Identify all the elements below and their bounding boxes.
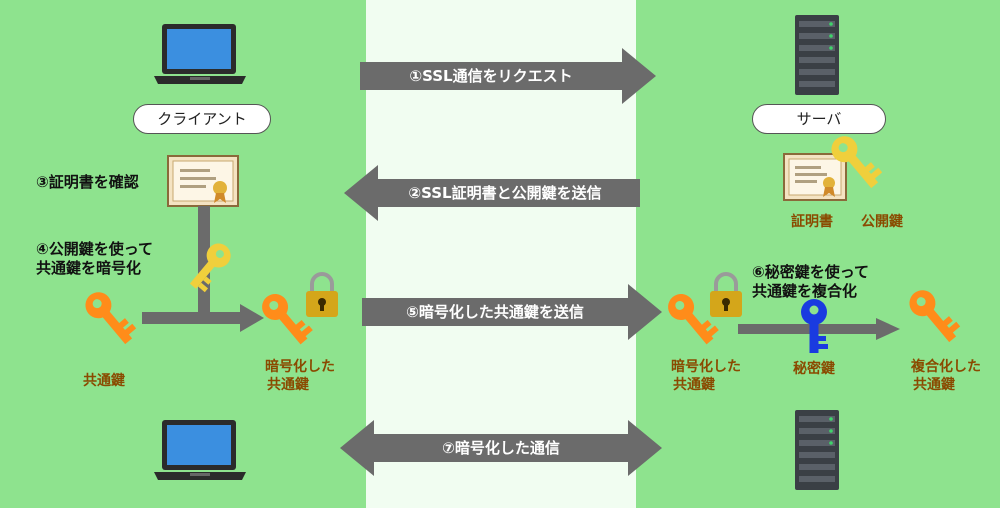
decrypt-arrow: [738, 318, 900, 340]
key-icon: [262, 293, 313, 345]
step1-label: ①SSL通信をリクエスト: [409, 67, 573, 85]
step3-label: ③証明書を確認: [36, 173, 139, 191]
step5-label: ⑤暗号化した共通鍵を送信: [406, 303, 584, 321]
laptop-icon: [154, 24, 246, 84]
key-icon: [668, 293, 719, 345]
server-icon: [795, 15, 839, 95]
decrypted-key-label-line2: 共通鍵: [913, 377, 955, 393]
arrow-send-cert: [344, 165, 640, 221]
arrow-request: [360, 48, 656, 104]
padlock-icon: [306, 272, 338, 317]
step6-label-line2: 共通鍵を複合化: [752, 282, 858, 300]
encrypted-key-label-line2: 共通鍵: [267, 377, 309, 393]
key-icon: [189, 243, 231, 293]
key-icon: [831, 136, 883, 189]
encrypted-key-label-line1: 暗号化した: [265, 359, 335, 375]
step2-label: ②SSL証明書と公開鍵を送信: [408, 184, 602, 202]
public-key-label: 公開鍵: [861, 214, 903, 230]
certificate-label: 証明書: [791, 214, 833, 230]
step4-label-line1: ④公開鍵を使って: [36, 240, 153, 258]
decrypted-key-label-line1: 複合化した: [911, 359, 981, 375]
laptop-icon: [154, 420, 246, 480]
client-label: クライアント: [133, 104, 271, 134]
key-icon: [801, 299, 828, 353]
padlock-icon: [710, 272, 742, 317]
server-encrypted-key-label-line1: 暗号化した: [671, 359, 741, 375]
step6-label-line1: ⑥秘密鍵を使って: [752, 263, 869, 281]
arrow-send-encrypted-key: [362, 284, 662, 340]
server-label: サーバ: [752, 104, 886, 134]
key-icon: [909, 290, 961, 343]
server-icon: [795, 410, 839, 490]
step4-label-line2: 共通鍵を暗号化: [36, 259, 142, 277]
step7-label: ⑦暗号化した通信: [442, 439, 560, 457]
certificate-icon: [783, 153, 847, 201]
secret-key-label: 秘密鍵: [793, 361, 835, 377]
arrow-encrypted-communication: [340, 420, 662, 476]
certificate-icon: [167, 155, 239, 207]
key-icon: [85, 292, 137, 345]
server-encrypted-key-label-line2: 共通鍵: [673, 377, 715, 393]
common-key-label: 共通鍵: [83, 373, 125, 389]
